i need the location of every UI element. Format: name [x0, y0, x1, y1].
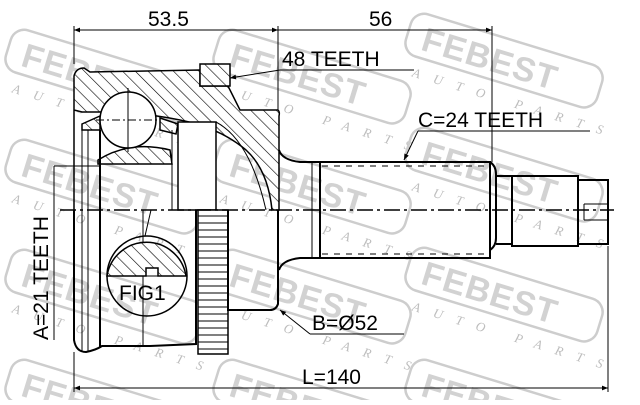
fig1-label: FIG1 — [119, 282, 166, 305]
dimension-top-right: 56 — [369, 8, 392, 31]
callout-abs-teeth: 48 TEETH — [282, 48, 380, 71]
watermark-febest: FEBEST AUTO PARTS — [404, 126, 618, 255]
callout-outer-spline: C=24 TEETH — [418, 109, 543, 132]
watermark-febest: FEBEST AUTO PARTS — [404, 246, 618, 375]
stub-shaft — [278, 149, 609, 271]
callout-seal-diameter: B=Ø52 — [312, 312, 378, 335]
fig1-detail: FIG1 — [106, 209, 188, 317]
callouts: 48 TEETH C=24 TEETH A=21 TEETH B=Ø52 — [30, 48, 590, 340]
abs-ring-section — [199, 63, 231, 87]
callout-inner-spline: A=21 TEETH — [30, 216, 53, 340]
outer-housing: FIG1 — [73, 63, 281, 355]
dimension-top-left: 53.5 — [148, 8, 189, 31]
splined-shaft — [319, 161, 491, 259]
dimension-lines: 53.5 56 L=140 — [73, 8, 609, 392]
dimension-overall-length: L=140 — [302, 366, 361, 389]
abs-tone-ring — [197, 209, 229, 355]
